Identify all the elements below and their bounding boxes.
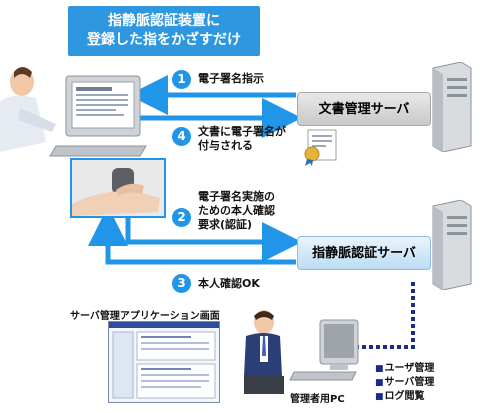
step-2-badge: 2 (172, 208, 191, 227)
app-screen-label: サーバ管理アプリケーション画面 (70, 311, 220, 322)
headline-line-2: 登録した指をかざすだけ (87, 32, 241, 48)
auth-server-tower-icon (432, 200, 472, 290)
headline-callout: 指静脈認証装置に 登録した指をかざすだけ (68, 6, 260, 56)
user-at-pc-illustration (0, 67, 147, 157)
management-item-log: ログ閲覧 (375, 390, 434, 404)
signed-certificate-icon (304, 129, 337, 166)
arrow-step-3 (88, 206, 296, 265)
step-1-text: 電子署名指示 (198, 72, 264, 85)
step-4-text: 文書に電子署名が 付与される (198, 125, 286, 152)
finger-vein-scanner-photo (70, 158, 166, 218)
dotted-network-link (356, 282, 415, 349)
scanner-hand-icon (72, 160, 164, 216)
admin-pc-label: 管理者用PC (290, 394, 345, 405)
step-2-text: 電子署名実施の ための本人確認 要求(認証) (198, 190, 275, 231)
step-3-badge: 3 (172, 274, 191, 293)
admin-at-pc-illustration (244, 310, 359, 394)
step-1-badge: 1 (172, 70, 191, 89)
document-server-label: 文書管理サーバ (297, 92, 431, 126)
app-screenshot-thumbnail (108, 321, 220, 403)
step-3-text: 本人確認OK (198, 277, 260, 290)
management-item-user: ユーザ管理 (375, 362, 435, 376)
management-functions-list: ユーザ管理 サーバ管理 ログ閲覧 (375, 362, 435, 404)
document-server-tower-icon (432, 62, 472, 152)
arrow-step-2 (125, 212, 302, 262)
management-item-server: サーバ管理 (375, 376, 435, 390)
step-4-badge: 4 (172, 127, 191, 146)
headline-line-1: 指静脈認証装置に (108, 13, 220, 29)
app-window-icon (109, 322, 219, 399)
auth-server-label: 指静脈認証サーバ (297, 236, 431, 270)
